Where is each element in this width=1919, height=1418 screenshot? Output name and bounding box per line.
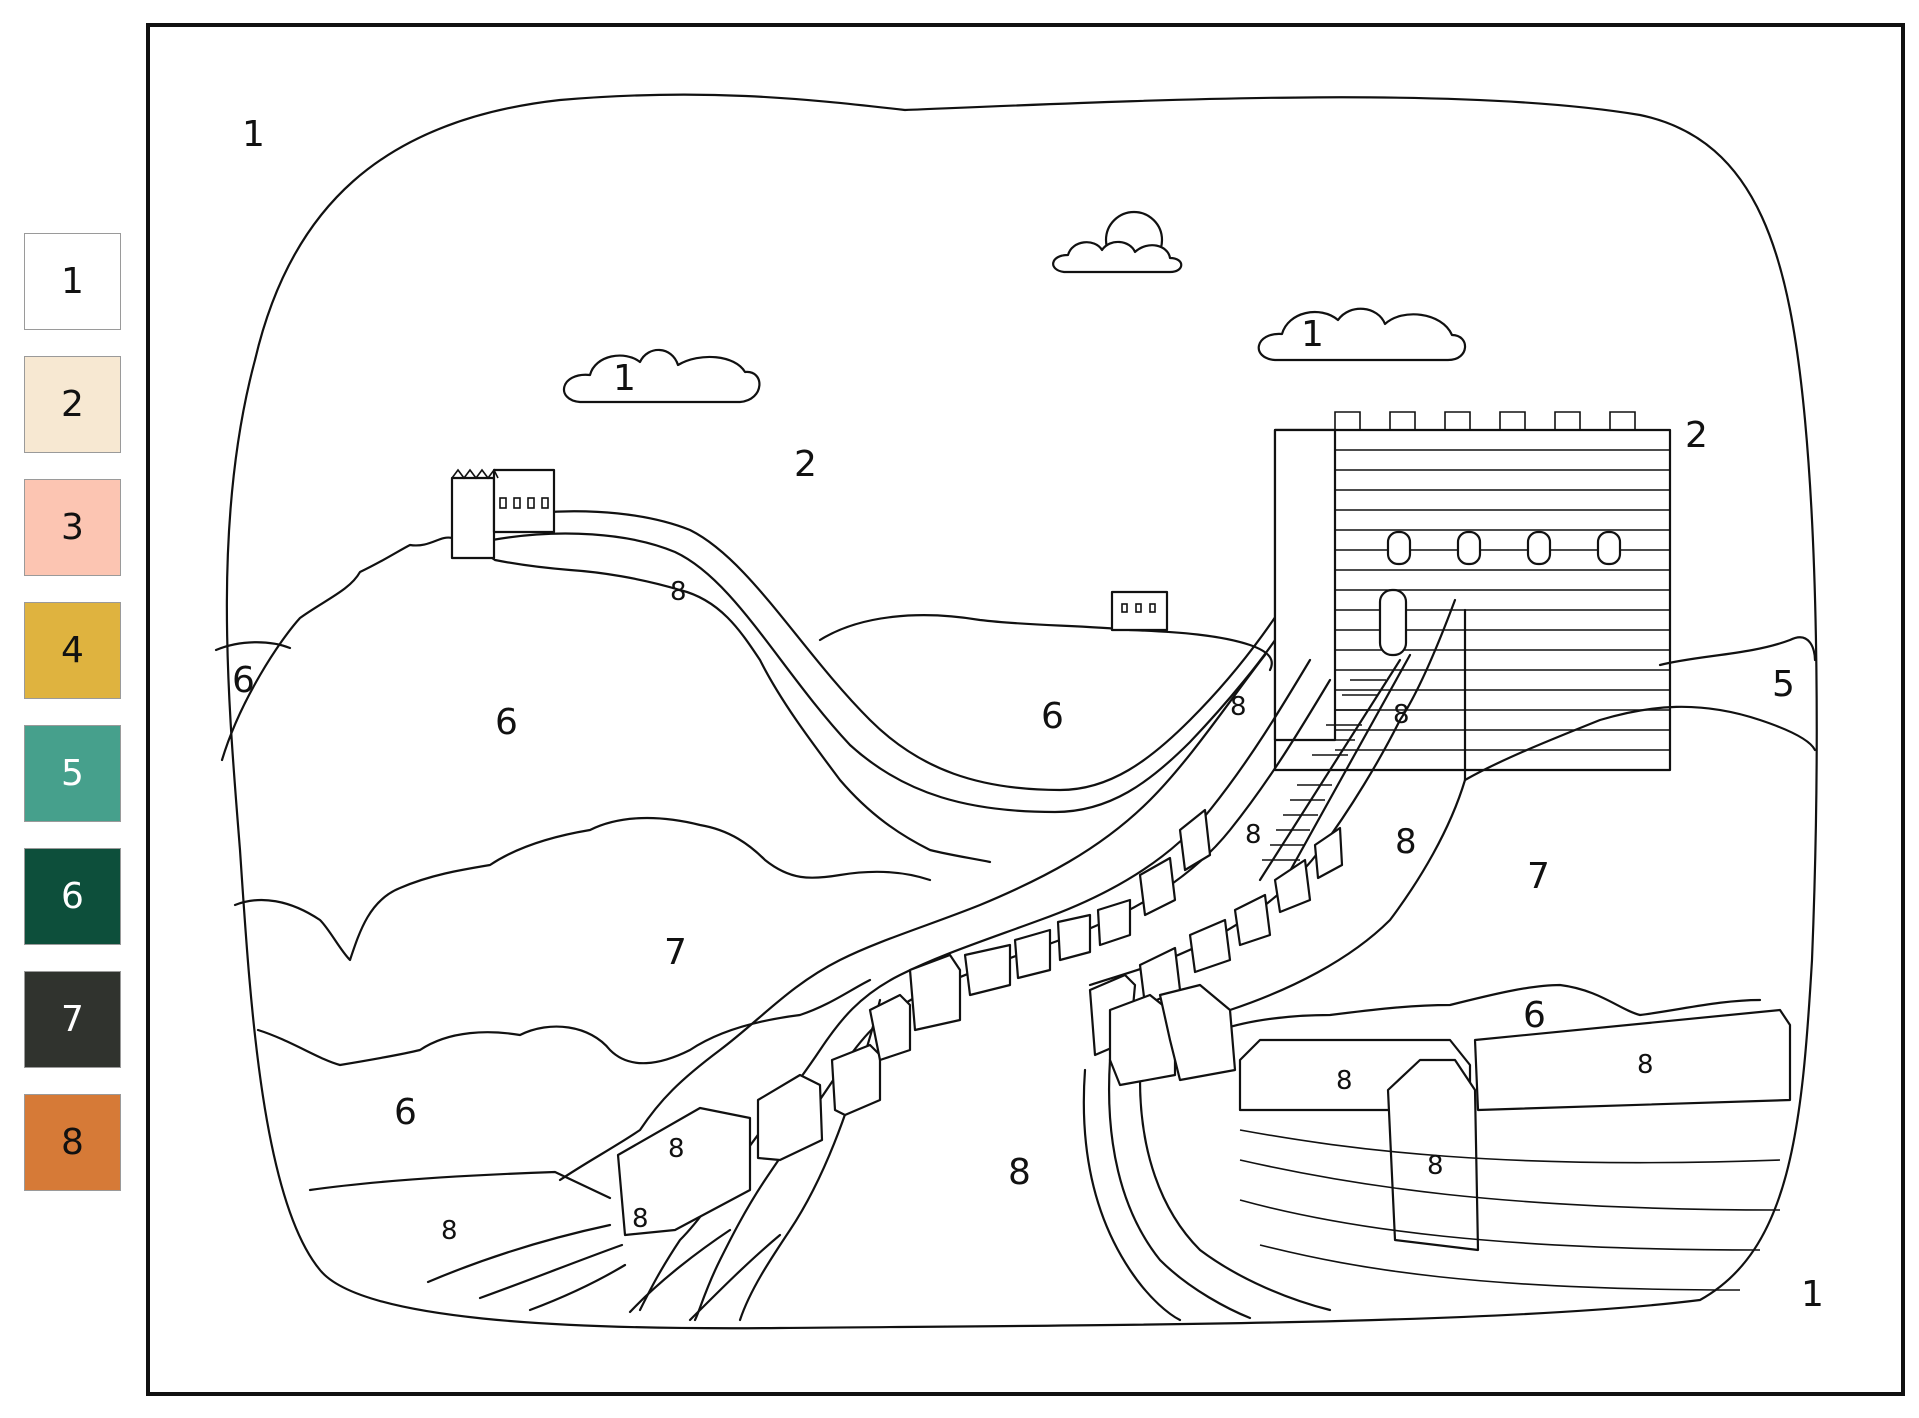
label-bg-bottom-right[interactable]: 1: [1801, 1274, 1824, 1315]
label-sky-right[interactable]: 2: [1685, 415, 1708, 456]
label-sky-center[interactable]: 2: [794, 444, 817, 485]
swatch-label: 3: [61, 507, 84, 548]
label-cloud-right[interactable]: 1: [1301, 314, 1324, 355]
swatch-label: 7: [61, 999, 84, 1040]
wall-main-left-top: [558, 653, 1267, 1182]
label-bg-top-left[interactable]: 1: [242, 114, 265, 155]
watchtower-main: [1273, 411, 1672, 772]
fog-band-left-lower: [256, 978, 872, 1067]
label-wall-right-b[interactable]: 8: [1427, 1151, 1444, 1181]
label-fog-right[interactable]: 7: [1527, 856, 1550, 897]
cloud-right: [1257, 307, 1467, 362]
swatch-label: 5: [61, 753, 84, 794]
wall-bottom-left-3: [528, 1263, 627, 1312]
label-wall-mid-left[interactable]: 8: [1230, 692, 1247, 722]
hill-far-right: [1658, 636, 1817, 667]
fog-band-right-lower: [1218, 983, 1762, 1032]
wall-bottom-left-1: [426, 1223, 612, 1284]
swatch-7[interactable]: 7: [24, 971, 121, 1068]
hill-edge-left: [214, 641, 292, 652]
swatch-4[interactable]: 4: [24, 602, 121, 699]
swatch-label: 2: [61, 384, 84, 425]
hill-right-lower: [1463, 705, 1817, 782]
label-wall-bottom-left[interactable]: 8: [441, 1216, 458, 1246]
label-hill-middle[interactable]: 6: [1041, 696, 1064, 737]
label-wall-merlon-left2[interactable]: 8: [632, 1204, 649, 1234]
canvas-frame: [146, 23, 1905, 1396]
wall-bottom-left-2: [478, 1243, 624, 1300]
swatch-label: 1: [61, 261, 84, 302]
label-wall-center[interactable]: 8: [1395, 822, 1417, 862]
label-hill-far-right[interactable]: 5: [1772, 664, 1795, 705]
watchtower-left: [450, 468, 556, 560]
wall-far-outer: [488, 510, 1282, 792]
label-wall-right-c[interactable]: 8: [1637, 1050, 1654, 1080]
label-wall-road[interactable]: 8: [1008, 1152, 1031, 1193]
wall-bottom-right-1: [1082, 1068, 1182, 1322]
hill-left-outline: [220, 536, 992, 864]
label-fog-left[interactable]: 7: [664, 932, 687, 973]
swatch-label: 8: [61, 1122, 84, 1163]
label-wall-merlon-left[interactable]: 8: [668, 1134, 685, 1164]
label-hill-bottom-right[interactable]: 6: [1523, 995, 1546, 1036]
swatch-5[interactable]: 5: [24, 725, 121, 822]
hill-middle-outline: [818, 614, 1273, 672]
swatch-6[interactable]: 6: [24, 848, 121, 945]
swatch-label: 4: [61, 630, 84, 671]
region-labels: 1 1 1 1 2 2 5 6 6 6 6 6 7 7 8 8 8 8 8 8 …: [232, 114, 1824, 1315]
label-cloud-left[interactable]: 1: [613, 358, 636, 399]
wall-bottom-left-4: [628, 1228, 732, 1314]
swatch-8[interactable]: 8: [24, 1094, 121, 1191]
wall-bottom-right-2: [1107, 1058, 1252, 1320]
wall-bottom-right-3: [1138, 1078, 1332, 1312]
swatch-1[interactable]: 1: [24, 233, 121, 330]
fog-band-left: [233, 816, 932, 962]
swatch-2[interactable]: 2: [24, 356, 121, 453]
label-hill-edge-left[interactable]: 6: [232, 660, 255, 701]
label-hill-left[interactable]: 6: [495, 702, 518, 743]
label-wall-right-a[interactable]: 8: [1336, 1066, 1353, 1096]
wall-main-left-3: [738, 998, 882, 1322]
cloud-top: [1052, 240, 1183, 274]
swatch-label: 6: [61, 876, 84, 917]
swatch-3[interactable]: 3: [24, 479, 121, 576]
wall-bottom-left-5: [688, 1233, 782, 1322]
cloud-left: [562, 348, 761, 404]
wall-far-inner: [490, 532, 1284, 814]
wall-merlons-left: [616, 808, 1212, 1237]
label-hill-bottom-left[interactable]: 6: [394, 1092, 417, 1133]
stairs: [1258, 653, 1412, 882]
watchtower-far: [1110, 590, 1169, 632]
label-stairs[interactable]: 8: [1245, 820, 1262, 850]
label-wall-far[interactable]: 8: [670, 577, 687, 607]
label-wall-mid-right[interactable]: 8: [1393, 700, 1410, 730]
scene-boundary: [225, 93, 1818, 1330]
wall-bottom-left-top: [308, 1170, 612, 1200]
wall-right-towers: [1108, 983, 1792, 1291]
